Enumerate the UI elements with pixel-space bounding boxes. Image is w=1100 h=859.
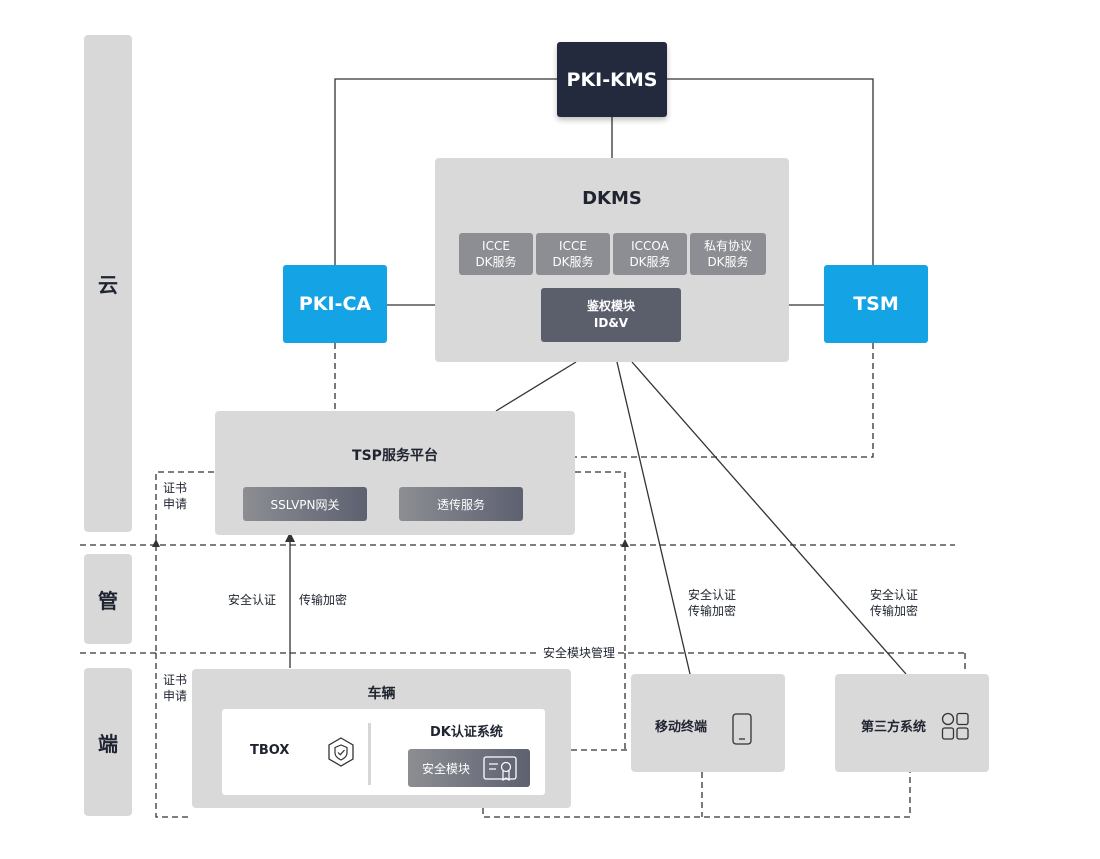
auth-module-line1: 鉴权模块 [586, 299, 635, 313]
mobile-link-label: 安全认证 传输加密 [688, 587, 736, 619]
encrypt-label-mobile: 传输加密 [688, 604, 737, 618]
lane-cloud: 云 [84, 35, 132, 532]
certificate-icon [483, 756, 517, 782]
cert-apply-label-bottom: 证书 申请 [163, 672, 203, 704]
sslvpn-gateway: SSLVPN网关 [243, 487, 367, 521]
lane-cloud-label: 云 [98, 273, 118, 297]
tsp-title: TSP服务平台 [352, 448, 438, 464]
third-party-node: 第三方系统 [835, 674, 989, 772]
pki-kms-node: PKI-KMS [557, 42, 667, 117]
passthrough-service: 透传服务 [399, 487, 523, 521]
auth-module-line2: ID&V [593, 316, 629, 330]
service-line1: ICCOA [631, 239, 669, 253]
shield-icon [326, 736, 356, 768]
cert-apply-line1: 证书 [163, 481, 188, 495]
tbox-label: TBOX [250, 743, 290, 758]
auth-label-mobile: 安全认证 [688, 588, 737, 602]
service-line1: ICCE [559, 239, 587, 253]
service-line2: DK服务 [552, 255, 594, 269]
dk-system-title: DK认证系统 [430, 725, 503, 740]
encrypt-label-vehicle: 传输加密 [299, 593, 348, 607]
service-line1: ICCE [482, 239, 510, 253]
vehicle-divider [368, 723, 371, 785]
phone-icon [732, 713, 752, 745]
lane-edge: 端 [84, 668, 132, 816]
mobile-terminal-node: 移动终端 [631, 674, 785, 772]
vehicle-node: 车辆 TBOX DK认证系统 安全模块 [192, 669, 571, 808]
lane-pipe: 管 [84, 554, 132, 644]
dkms-service-1: ICCE DK服务 [459, 233, 533, 275]
service-line2: DK服务 [475, 255, 517, 269]
auth-label-vehicle: 安全认证 [228, 593, 277, 607]
security-module: 安全模块 [408, 749, 530, 787]
grid-apps-icon [941, 712, 969, 740]
service-line2: DK服务 [707, 255, 749, 269]
mobile-label: 移动终端 [655, 720, 708, 735]
dkms-service-3: ICCOA DK服务 [613, 233, 687, 275]
tsp-platform: TSP服务平台 SSLVPN网关 透传服务 [215, 411, 575, 535]
service-line1: 私有协议 [703, 239, 752, 253]
tsm-node: TSM [824, 265, 928, 343]
pki-kms-label: PKI-KMS [566, 68, 658, 91]
vehicle-title: 车辆 [367, 686, 396, 702]
dkms-service-2: ICCE DK服务 [536, 233, 610, 275]
dkms-title: DKMS [582, 188, 642, 209]
auth-label-thirdparty: 安全认证 [870, 588, 919, 602]
third-party-label: 第三方系统 [861, 720, 927, 735]
cert-apply-label-top: 证书 申请 [163, 480, 203, 512]
service-line2: DK服务 [629, 255, 671, 269]
vehicle-inner-panel: TBOX DK认证系统 安全模块 [222, 709, 545, 795]
thirdparty-link-label: 安全认证 传输加密 [870, 587, 918, 619]
lane-pipe-label: 管 [98, 588, 118, 613]
tsm-label: TSM [853, 293, 899, 315]
encrypt-label-thirdparty: 传输加密 [870, 604, 919, 618]
passthrough-label: 透传服务 [436, 497, 485, 512]
dkms-node: DKMS ICCE DK服务 ICCE DK服务 ICCOA DK服务 私有协议… [435, 158, 789, 362]
pki-ca-label: PKI-CA [298, 293, 372, 315]
sslvpn-label: SSLVPN网关 [270, 497, 340, 512]
security-module-label: 安全模块 [422, 761, 471, 776]
lane-edge-label: 端 [98, 731, 118, 756]
pki-ca-node: PKI-CA [283, 265, 387, 343]
auth-module: 鉴权模块 ID&V [541, 288, 681, 342]
dkms-service-4: 私有协议 DK服务 [690, 233, 766, 275]
cert-apply-line2: 申请 [163, 689, 188, 703]
module-mgmt-label: 安全模块管理 [541, 645, 618, 661]
cert-apply-line2: 申请 [163, 497, 188, 511]
cert-apply-line1: 证书 [163, 673, 188, 687]
